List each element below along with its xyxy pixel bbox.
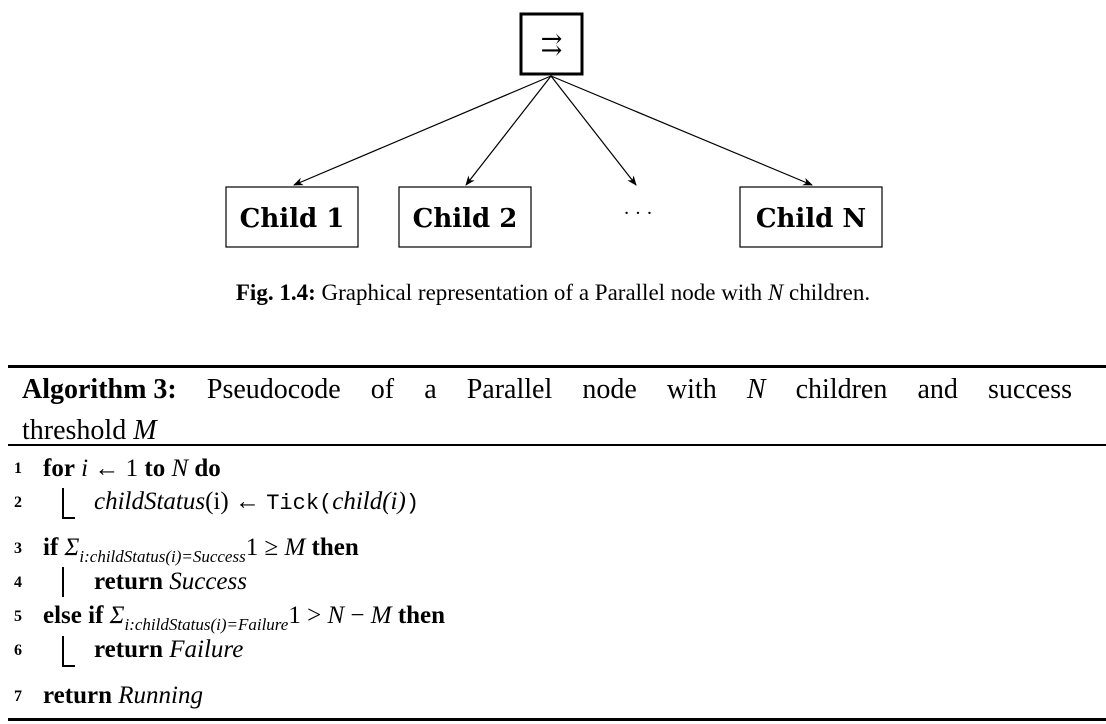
title-word: Parallel bbox=[466, 374, 553, 405]
child-1-label: Child 1 bbox=[240, 204, 345, 234]
var-n: N bbox=[171, 455, 189, 482]
literal-one: 1 bbox=[288, 602, 301, 629]
block-bar bbox=[62, 636, 64, 666]
algorithm-label: Algorithm 3: bbox=[22, 374, 177, 405]
kw-return: return bbox=[94, 636, 163, 663]
edge-child-n bbox=[550, 75, 813, 186]
var-n: N bbox=[327, 602, 345, 629]
kw-do: do bbox=[194, 455, 221, 482]
figure-label: Fig. 1.4: bbox=[235, 280, 316, 305]
block-bar bbox=[62, 567, 64, 597]
title-word: Pseudocode bbox=[206, 374, 341, 405]
algorithm-title-line-1: Algorithm 3: Pseudocode of a Parallel no… bbox=[22, 369, 1072, 410]
op-minus: − bbox=[350, 602, 365, 629]
algorithm-bottom-rule bbox=[8, 718, 1106, 721]
op-geq: ≥ bbox=[264, 534, 279, 561]
assign-arrow: ← bbox=[94, 455, 120, 482]
kw-return: return bbox=[43, 682, 112, 709]
var-m: M bbox=[370, 602, 392, 629]
edges bbox=[293, 75, 813, 186]
sum-symbol: Σ bbox=[64, 534, 80, 561]
value-running: Running bbox=[118, 682, 203, 709]
literal-one: 1 bbox=[245, 534, 259, 561]
figure-caption: Fig. 1.4: Graphical representation of a … bbox=[0, 280, 1106, 306]
kw-then: then bbox=[311, 534, 359, 561]
kw-return: return bbox=[94, 568, 163, 595]
block-hook bbox=[62, 665, 75, 667]
line-number: 1 bbox=[14, 460, 22, 477]
algorithm-mid-rule bbox=[8, 444, 1106, 446]
line-code: for i ← 1 to N do bbox=[43, 455, 221, 483]
line-number: 6 bbox=[14, 642, 22, 659]
edge-child-1 bbox=[293, 75, 552, 186]
block-bar bbox=[62, 488, 64, 518]
kw-else-if: else if bbox=[43, 602, 104, 629]
kw-to: to bbox=[144, 455, 166, 482]
child-2-label: Child 2 bbox=[413, 204, 518, 234]
caption-text-before: Graphical representation of a Parallel n… bbox=[321, 280, 763, 305]
title-word: and bbox=[917, 374, 958, 405]
var-m: M bbox=[284, 534, 306, 561]
line-number: 4 bbox=[14, 574, 22, 591]
algorithm-top-rule bbox=[8, 365, 1106, 368]
line-code: else if Σi:childStatus(i)=Failure1 > N −… bbox=[43, 602, 446, 634]
child-node-n: Child N bbox=[739, 186, 883, 248]
parallel-node-diagram: ⇉ Child 1 Child 2 · · · Child N bbox=[225, 12, 883, 248]
child-node-2: Child 2 bbox=[398, 186, 532, 248]
title-word: node bbox=[582, 374, 637, 405]
title-word: threshold bbox=[22, 415, 127, 446]
var-i: i bbox=[81, 455, 89, 482]
title-word: a bbox=[424, 374, 437, 405]
parallel-symbol: ⇉ bbox=[541, 30, 563, 60]
line-code: return Success bbox=[94, 568, 247, 596]
algorithm-title: Algorithm 3: Pseudocode of a Parallel no… bbox=[22, 369, 1072, 451]
fn-tick: Tick bbox=[266, 491, 320, 516]
op-gt: > bbox=[307, 602, 322, 629]
paren-open: ( bbox=[319, 491, 333, 516]
child-node-1: Child 1 bbox=[225, 186, 359, 248]
arg-i: (i) bbox=[205, 488, 229, 515]
line-number: 7 bbox=[14, 688, 22, 705]
block-hook bbox=[62, 517, 75, 519]
algorithm-title-line-2: threshold M bbox=[22, 410, 1072, 451]
line-code: return Failure bbox=[94, 636, 243, 664]
var-childstatus: childStatus bbox=[94, 488, 206, 515]
sum-subscript: i:childStatus(i)=Success bbox=[79, 547, 246, 566]
line-code: return Running bbox=[43, 682, 203, 710]
paren-close: ) bbox=[405, 491, 420, 516]
kw-then: then bbox=[397, 602, 446, 629]
edge-child-2 bbox=[465, 75, 552, 186]
caption-var: N bbox=[767, 280, 784, 305]
line-code: childStatus(i) ← Tick(child(i)) bbox=[94, 488, 419, 516]
line-code: if Σi:childStatus(i)=Success1 ≥ M then bbox=[43, 534, 359, 566]
child-n-label: Child N bbox=[756, 204, 866, 234]
assign-arrow: ← bbox=[234, 488, 260, 515]
edge-ellipsis bbox=[550, 75, 637, 186]
title-word: of bbox=[370, 374, 395, 405]
sum-subscript: i:childStatus(i)=Failure bbox=[124, 615, 289, 634]
sum-symbol: Σ bbox=[109, 602, 125, 629]
title-var-m: M bbox=[133, 415, 157, 446]
arg-child-i: child(i) bbox=[332, 488, 406, 515]
title-word: children bbox=[795, 374, 888, 405]
caption-text-after: children. bbox=[789, 280, 871, 305]
kw-for: for bbox=[43, 455, 75, 482]
ellipsis: · · · bbox=[624, 203, 653, 224]
title-word: success bbox=[988, 374, 1072, 405]
value-success: Success bbox=[169, 568, 247, 595]
literal-one: 1 bbox=[125, 455, 139, 482]
line-number: 3 bbox=[14, 540, 22, 557]
kw-if: if bbox=[43, 534, 59, 561]
root-node: ⇉ bbox=[519, 12, 584, 76]
title-word: with bbox=[666, 374, 717, 405]
title-var-n: N bbox=[746, 374, 766, 405]
value-failure: Failure bbox=[169, 636, 244, 663]
line-number: 5 bbox=[14, 608, 22, 625]
line-number: 2 bbox=[14, 494, 22, 511]
